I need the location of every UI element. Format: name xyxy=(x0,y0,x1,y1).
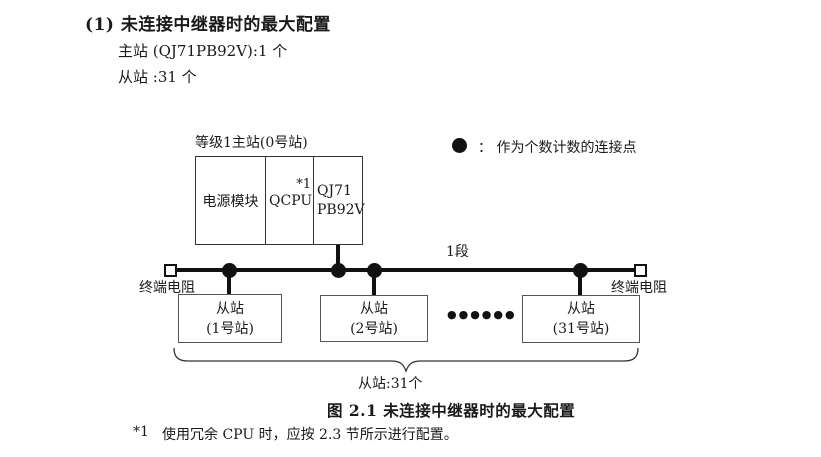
slave-31-name: 从站 xyxy=(567,301,595,317)
slave-1-name: 从站 xyxy=(216,300,244,317)
segment-label: 1段 xyxy=(446,244,469,260)
terminating-resistor-right-icon xyxy=(634,264,647,277)
qcpu-footnote-ref: *1 xyxy=(296,177,311,192)
slave-count-line: 从站 :31 个 xyxy=(118,68,197,86)
power-module-label: 电源模块 xyxy=(202,193,259,210)
slave-total-label: 从站:31个 xyxy=(358,376,423,392)
connection-dot-slave2 xyxy=(367,263,382,278)
power-module-cell: 电源模块 xyxy=(196,157,266,244)
pb92v-label-line1: QJ71 xyxy=(317,182,352,199)
bus-line xyxy=(170,268,641,272)
brace xyxy=(173,347,639,373)
footnote-ref: *1 xyxy=(133,424,149,440)
connection-point-icon xyxy=(452,138,467,153)
master-station-label: 等级1主站(0号站) xyxy=(195,135,308,151)
master-drop-line xyxy=(336,245,340,270)
legend-text: ： 作为个数计数的连接点 xyxy=(478,140,637,156)
pb92v-label-line2: PB92V xyxy=(317,201,365,218)
connection-dot-slave1 xyxy=(222,263,237,278)
figure-caption: 图 2.1 未连接中继器时的最大配置 xyxy=(327,401,576,420)
slave-station-1-box: 从站 (1号站) xyxy=(178,294,282,343)
ellipsis-dots: ●●●●●● xyxy=(447,308,517,321)
slave-2-station: (2号站) xyxy=(350,320,398,337)
slave-31-station: (31号站) xyxy=(552,321,610,337)
slave-1-station: (1号站) xyxy=(206,320,254,337)
slave1-drop-line xyxy=(227,270,231,295)
terminating-resistor-left-icon xyxy=(164,264,177,277)
section-heading: (1) 未连接中继器时的最大配置 xyxy=(85,15,331,35)
footnote-text: 使用冗余 CPU 时，应按 2.3 节所示进行配置。 xyxy=(162,427,458,443)
slave31-drop-line xyxy=(578,270,582,296)
master-station-box: 电源模块 *1 QCPU QJ71 PB92V xyxy=(195,156,365,245)
slave-station-31-box: 从站 (31号站) xyxy=(522,295,640,343)
master-count-line: 主站 (QJ71PB92V):1 个 xyxy=(118,42,288,60)
qcpu-label: QCPU xyxy=(269,192,313,209)
terminating-resistor-right-label: 终端电阻 xyxy=(611,280,667,296)
pb92v-cell: QJ71 PB92V xyxy=(314,157,365,244)
slave-2-name: 从站 xyxy=(360,300,388,317)
connection-dot-slave31 xyxy=(573,263,588,278)
qcpu-cell: *1 QCPU xyxy=(266,157,314,244)
terminating-resistor-left-label: 终端电阻 xyxy=(139,280,195,296)
connection-dot-master xyxy=(331,263,346,278)
slave2-drop-line xyxy=(372,270,376,296)
slave-station-2-box: 从站 (2号站) xyxy=(320,295,428,342)
